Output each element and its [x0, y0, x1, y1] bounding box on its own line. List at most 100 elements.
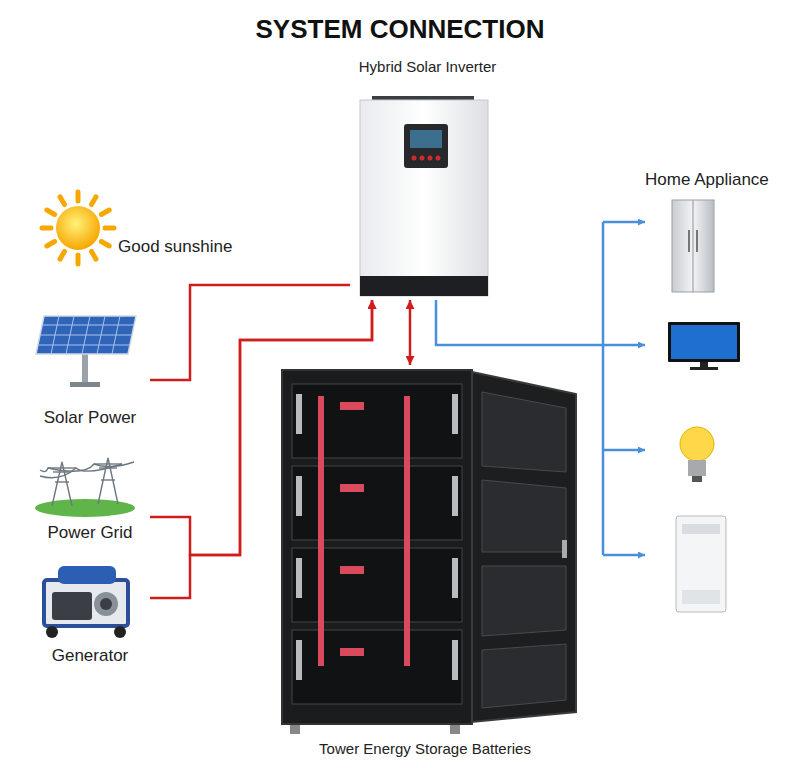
- power-grid-icon: [35, 458, 135, 517]
- solar-panel-icon: [38, 316, 134, 354]
- solar-panel-icon: [112, 316, 120, 354]
- appliance-bus: [603, 554, 645, 557]
- solar-panel-icon: [66, 316, 74, 354]
- bulb-icon: [680, 427, 714, 482]
- appliance-bus: [603, 449, 645, 452]
- generator-icon: [52, 592, 92, 620]
- battery-cabinet: [292, 384, 462, 704]
- battery-node: Tower Energy Storage Batteries: [270, 365, 580, 757]
- battery-cabinet: [340, 566, 364, 574]
- power-grid-icon: [55, 481, 69, 482]
- battery-cabinet: [296, 558, 302, 598]
- sun-icon: [47, 210, 55, 215]
- generator-icon: [44, 580, 128, 626]
- inverter-unit: [428, 156, 433, 161]
- sun-icon: [47, 242, 55, 247]
- sun-icon: [76, 192, 81, 201]
- power-grid-icon: [94, 463, 122, 464]
- battery-cabinet: [296, 476, 302, 516]
- fridge-icon: [693, 200, 694, 292]
- solar-panel-icon: [36, 316, 136, 354]
- bulb-icon: [688, 460, 706, 476]
- air-conditioner-icon: [682, 524, 720, 534]
- sun-icon: [105, 226, 114, 231]
- air-conditioner-icon: [676, 516, 726, 612]
- battery-cabinet: [318, 396, 410, 666]
- battery-cabinet: [292, 630, 462, 704]
- generator-icon: [46, 626, 58, 638]
- battery-cabinet: [318, 396, 324, 666]
- power-connector: [436, 300, 645, 345]
- fridge-icon: [688, 230, 690, 252]
- inverter-unit: [360, 276, 488, 296]
- battery-cabinet: [452, 558, 458, 598]
- bulb-icon: [692, 476, 702, 482]
- fridge-icon: [672, 200, 714, 292]
- power-grid-icon: [40, 462, 134, 472]
- node-label: Tower Energy Storage Batteries: [319, 740, 531, 757]
- power-connector: [150, 285, 350, 380]
- caption-label: Good sunshine: [118, 237, 232, 257]
- source-node: Solar Power: [30, 312, 150, 428]
- solar-panel-icon: [82, 352, 88, 384]
- inverter-node: Hybrid Solar Inverter: [350, 58, 505, 300]
- node-label: Power Grid: [47, 523, 132, 543]
- battery-cabinet: [282, 370, 576, 734]
- generator-icon: [58, 566, 116, 584]
- generator-icon: [94, 592, 118, 616]
- battery-cabinet: [562, 540, 567, 558]
- sun-icon: [101, 242, 109, 247]
- generator-icon: [100, 598, 112, 610]
- inverter-unit: [420, 156, 425, 161]
- inverter-unit: [360, 96, 488, 296]
- source-node: Generator: [30, 560, 150, 666]
- power-connector: [150, 300, 372, 598]
- inverter-unit: [404, 124, 448, 168]
- generator-icon: [114, 626, 126, 638]
- sun-icon: [60, 197, 65, 205]
- sun-icon: [92, 197, 97, 205]
- tv-icon: [668, 322, 740, 370]
- sun-icon: [92, 251, 97, 259]
- inverter-unit: [360, 100, 488, 296]
- battery-cabinet: [452, 394, 458, 434]
- node-label: Generator: [52, 646, 129, 666]
- generator-icon: [44, 566, 128, 638]
- air-conditioner-icon: [676, 516, 726, 612]
- battery-cabinet: [292, 548, 462, 622]
- sun-icon: [76, 255, 81, 264]
- battery-cabinet: [482, 392, 566, 708]
- inverter-unit: [412, 156, 417, 161]
- battery-cabinet: [296, 394, 302, 434]
- power-grid-icon: [40, 458, 134, 506]
- battery-cabinet: [340, 402, 364, 410]
- battery-cabinet: [472, 372, 576, 722]
- node-label: Home Appliance: [645, 170, 769, 190]
- inverter-unit: [436, 156, 441, 161]
- power-grid-icon: [35, 499, 135, 517]
- battery-cabinet: [296, 394, 458, 680]
- battery-cabinet: [340, 648, 364, 656]
- sun-icon: [42, 192, 114, 264]
- battery-cabinet: [482, 392, 566, 472]
- solar-panel-icon: [70, 382, 100, 387]
- battery-cabinet: [482, 566, 566, 636]
- solar-panel-icon: [51, 316, 59, 354]
- power-grid-icon: [101, 479, 115, 480]
- battery-cabinet: [452, 640, 458, 680]
- fridge-icon: [696, 230, 698, 252]
- sun-icon: [42, 226, 51, 231]
- battery-cabinet: [482, 480, 566, 552]
- fridge-icon: [672, 200, 714, 292]
- node-label: Solar Power: [44, 408, 137, 428]
- battery-cabinet: [292, 466, 462, 540]
- sun-icon: [60, 251, 65, 259]
- appliance-bus: [603, 221, 645, 224]
- tv-icon: [668, 322, 740, 362]
- sun-icon: [101, 210, 109, 215]
- tv-icon: [690, 367, 718, 370]
- inverter-unit: [410, 130, 442, 148]
- battery-cabinet: [296, 640, 302, 680]
- sun-icon: [42, 192, 114, 264]
